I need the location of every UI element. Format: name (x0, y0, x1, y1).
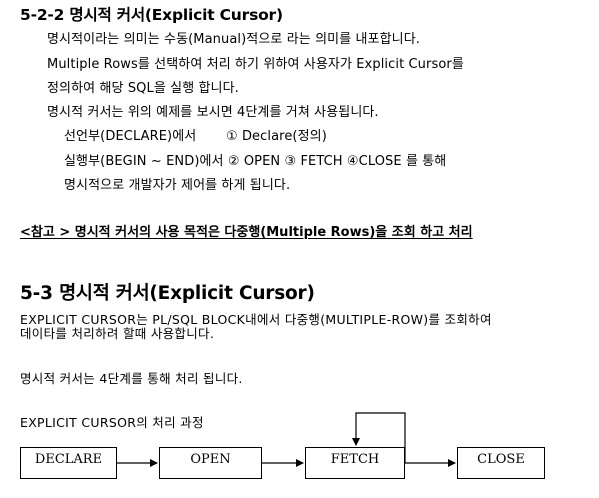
note-line: <참고 > 명시적 커서의 사용 목적은 다중행(Multiple Rows)을… (20, 221, 473, 240)
flow-box-declare: DECLARE (20, 447, 117, 479)
section-53-steps-line: 명시적 커서는 4단계를 통해 처리 됩니다. (20, 371, 243, 386)
section-522-line-2: Multiple Rows를 선택하여 처리 하기 위하여 사용자가 Expli… (47, 57, 464, 72)
section-53-desc-line-1: EXPLICIT CURSOR는 PL/SQL BLOCK내에서 다중행(MUL… (20, 312, 492, 327)
step-control-line: 명시적으로 개발자가 제어를 하게 됩니다. (64, 178, 291, 193)
note-text: 명시적 커서의 사용 목적은 다중행(Multiple Rows)을 조회 하고… (74, 225, 473, 240)
note-prefix: <참고 > (20, 225, 75, 240)
fetch-loop-arrow (352, 412, 406, 463)
flow-box-open: OPEN (159, 447, 262, 479)
section-522-line-4: 명시적 커서는 위의 예제를 보시면 4단계를 거쳐 사용됩니다. (47, 105, 379, 120)
step-declare-line: 선언부(DECLARE)에서 ① Declare(정의) (64, 129, 327, 144)
section-522-heading: 5-2-2 명시적 커서(Explicit Cursor) (20, 6, 283, 24)
section-53-desc-line-2: 데이타를 처리하려 할때 사용합니다. (20, 326, 215, 341)
flow-box-close: CLOSE (457, 447, 545, 479)
process-title: EXPLICIT CURSOR의 처리 과정 (20, 415, 204, 430)
step-execute-line: 실행부(BEGIN ~ END)에서 ② OPEN ③ FETCH ④CLOSE… (64, 154, 447, 169)
section-53-heading: 5-3 명시적 커서(Explicit Cursor) (20, 283, 315, 304)
section-522-line-3: 정의하여 해당 SQL을 실행 합니다. (47, 81, 239, 96)
section-522-line-1: 명시적이라는 의미는 수동(Manual)적으로 라는 의미를 내포합니다. (47, 32, 421, 47)
flow-box-fetch: FETCH (305, 447, 405, 479)
